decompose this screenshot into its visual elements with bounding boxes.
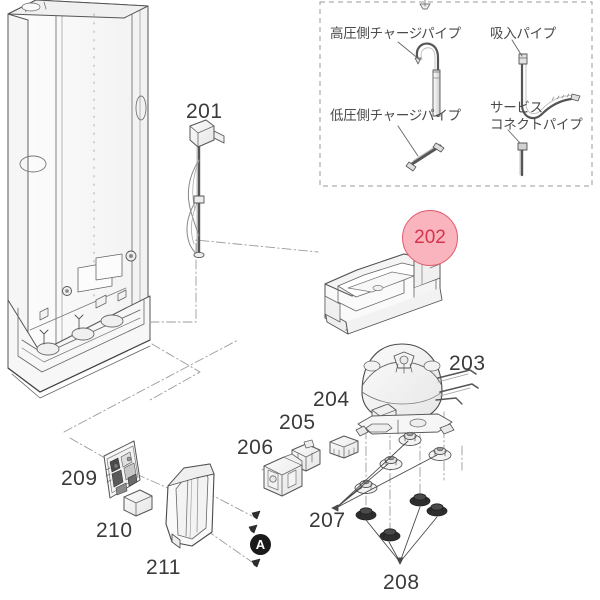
pipe-fragment-top xyxy=(419,0,431,10)
reference-marker-a: A xyxy=(250,534,271,555)
callout-211: 211 xyxy=(146,556,181,579)
callout-201: 201 xyxy=(186,100,223,123)
part-207-grommets xyxy=(331,431,452,512)
callout-210: 210 xyxy=(96,519,133,542)
part-201-power-cord xyxy=(186,119,225,259)
part-210-cord-clamp xyxy=(123,489,153,517)
part-203-compressor xyxy=(355,343,479,437)
part-202-drain-tray xyxy=(324,253,443,335)
part-208-bolts xyxy=(355,493,448,565)
part-204-terminal-cover xyxy=(329,435,359,459)
label-high-pressure-charge-pipe: 高圧側チャージパイプ xyxy=(330,26,461,42)
part-206-relay-box xyxy=(263,453,303,497)
callout-209: 209 xyxy=(61,467,98,490)
label-service-connect-pipe-line2: コネクトパイプ xyxy=(490,117,583,133)
part-211-machine-room-cover xyxy=(165,463,215,549)
pipe-detail-box xyxy=(319,1,593,187)
reference-marker-a-label: A xyxy=(255,537,266,552)
refrigerator-cabinet xyxy=(7,0,151,399)
label-suction-pipe: 吸入パイプ xyxy=(490,26,556,42)
label-service-connect-pipe-line1: サービス xyxy=(490,100,543,116)
label-service-connect-pipe: サービス コネクトパイプ xyxy=(490,100,583,134)
cover-screws xyxy=(248,510,261,568)
callout-205: 205 xyxy=(279,411,316,434)
service-connect-pipe-art xyxy=(507,129,528,177)
callout-204: 204 xyxy=(313,388,350,411)
callout-208: 208 xyxy=(383,571,420,594)
highlighted-callout-202-label: 202 xyxy=(414,227,446,248)
callout-203: 203 xyxy=(449,352,486,375)
callout-206: 206 xyxy=(237,436,274,459)
low-pressure-charge-pipe-art xyxy=(397,125,445,172)
high-pressure-charge-pipe-art xyxy=(397,41,441,118)
suction-pipe-art xyxy=(511,39,581,120)
highlighted-callout-202[interactable]: 202 xyxy=(402,210,458,266)
part-209-control-board xyxy=(103,440,141,499)
callout-207: 207 xyxy=(309,509,346,532)
label-low-pressure-charge-pipe: 低圧側チャージパイプ xyxy=(330,108,461,124)
